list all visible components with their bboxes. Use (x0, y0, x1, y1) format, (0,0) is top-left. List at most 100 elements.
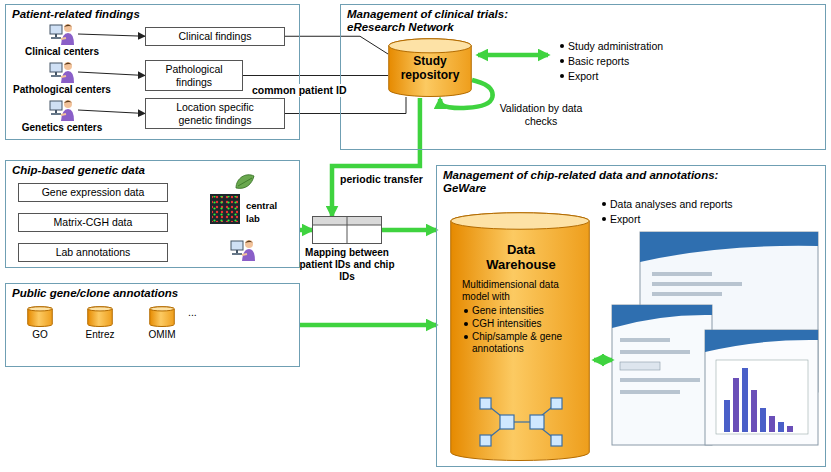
cylinder-top (451, 213, 590, 230)
panel-title: Chip-based genetic data (6, 161, 218, 180)
table-divider (313, 225, 382, 226)
node-label: Study repository (388, 54, 472, 82)
report-screenshots (742, 368, 748, 432)
mapping-table: Mapping between patient IDs and chip IDs (312, 216, 382, 244)
data-box: Gene expression data (18, 183, 168, 202)
bullet-item: Export (558, 70, 598, 83)
person-icon (50, 24, 74, 45)
center-icon: Pathological centers (7, 60, 117, 96)
chip-leaf (236, 175, 254, 189)
node-label: Multidimensional data model with (462, 279, 580, 303)
report-screenshots (769, 416, 775, 432)
bidirectional-arrow (478, 55, 548, 56)
database-cylinder: Study repository (388, 38, 472, 98)
person-icon (50, 100, 74, 121)
report-screenshots (787, 426, 793, 432)
cylinder-body (451, 213, 590, 461)
lab-person-icon (231, 240, 255, 261)
cylinder-top (150, 307, 175, 311)
table-shape (312, 216, 382, 244)
microarray (212, 196, 238, 222)
bullet-item: Basic reports (558, 55, 629, 68)
process-box: Location specific genetic findings (145, 98, 285, 129)
node-label: Clinical centers (7, 46, 117, 58)
microarray (210, 194, 240, 224)
lab-person-icon (231, 240, 255, 261)
report-screenshots (620, 350, 690, 354)
node-label: Matrix-CGH data (23, 216, 163, 229)
panel-title: Management of chip-related data and anno… (437, 166, 739, 198)
center-icon: Genetics centers (7, 98, 117, 134)
node-label: GO (18, 329, 62, 341)
panel: Public gene/clone annotationsGO Entrez OMI… (5, 283, 300, 367)
report-screenshots (620, 390, 680, 394)
data-flow-arrow (382, 228, 436, 233)
report-screenshots (652, 282, 742, 286)
bullet-item: Data analyses and reports (600, 198, 733, 211)
node-label: Location specific genetic findings (160, 101, 270, 126)
data-box: Matrix-CGH data (18, 213, 168, 232)
node-label: Data Warehouse (462, 242, 580, 272)
node-label: Clinical findings (150, 30, 280, 43)
node-label: Mapping between patient IDs and chip IDs (295, 247, 399, 283)
node-label: OMIM (140, 329, 184, 341)
report-screenshots (612, 305, 712, 445)
report-screenshots (612, 232, 818, 445)
link-line (78, 110, 145, 114)
note-label: ... (188, 306, 197, 319)
bullet-item: Chip/sample & gene annotations (462, 331, 580, 355)
report-screenshots (724, 400, 730, 432)
note-label: central lab (246, 200, 290, 225)
link-line (78, 34, 145, 36)
process-box: Clinical findings (145, 27, 285, 46)
chip-leaf (236, 175, 254, 189)
bullet-item: Export (600, 213, 640, 226)
panel-title: Public gene/clone annotations (6, 284, 238, 303)
cylinder-icon (87, 306, 113, 328)
cylinder-top (28, 307, 53, 311)
node-label: Gene expression data (23, 186, 163, 199)
edge-label: periodic transfer (340, 173, 423, 186)
cylinder-icon (149, 306, 175, 328)
link-line (243, 75, 388, 76)
report-screenshots (705, 330, 818, 445)
report-screenshots (705, 330, 818, 352)
bidirectional-arrow (478, 53, 548, 58)
report-screenshots (716, 360, 808, 434)
bullet-item: Gene intensities (462, 305, 580, 317)
cylinder-body (88, 307, 113, 327)
report-screenshots (652, 272, 712, 276)
data-flow-arrow (300, 323, 436, 328)
cylinder-icon (27, 306, 53, 328)
data-flow-arrow (300, 228, 312, 233)
data-warehouse: Data WarehouseMultidimensional data mode… (450, 212, 590, 462)
node-label: Lab annotations (23, 246, 163, 259)
microarray (210, 194, 240, 224)
cylinder-top (88, 307, 113, 311)
data-box: Lab annotations (18, 243, 168, 262)
node-label: Pathological findings (150, 63, 238, 88)
report-screenshots (760, 408, 766, 432)
person-icon (49, 22, 75, 46)
table-frame (313, 217, 382, 244)
node-label: Pathological centers (7, 84, 117, 96)
bidirectional-arrow (594, 358, 612, 363)
database-cylinder: Entrez (78, 306, 122, 341)
bidirectional-arrow (594, 360, 612, 361)
report-screenshots (620, 378, 700, 382)
chip-leaf (238, 178, 252, 186)
bullet-item: CGH intensities (462, 318, 580, 330)
center-icon: Clinical centers (7, 22, 117, 58)
cylinder-body (389, 39, 472, 97)
person-icon (49, 98, 75, 122)
report-screenshots (652, 292, 722, 296)
microarray (212, 196, 238, 222)
edge-label: Validation by data checks (498, 102, 584, 127)
report-screenshots (620, 338, 670, 342)
node-label: Entrez (78, 329, 122, 341)
panel: Patient-related findingsClinical centers… (5, 4, 300, 140)
database-cylinder: OMIM (140, 306, 184, 341)
cylinder-body (150, 307, 175, 327)
link-line (285, 36, 388, 54)
report-screenshots (733, 378, 739, 432)
